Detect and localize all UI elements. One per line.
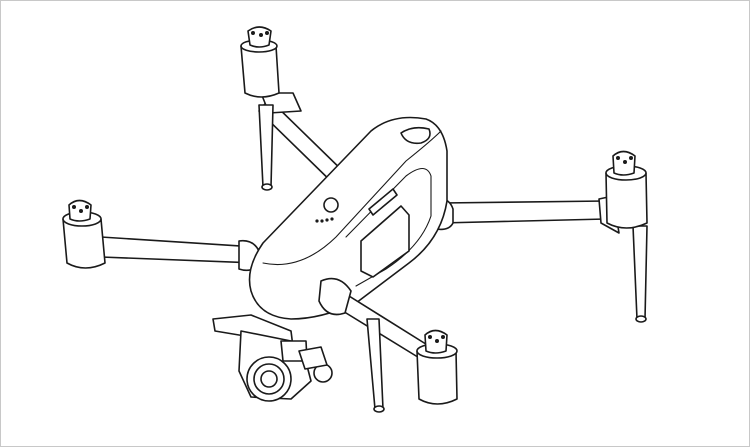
rear-left-motor (240, 26, 280, 98)
right-motor (605, 150, 648, 229)
front-left-arm (100, 236, 260, 272)
front-left-motor (62, 199, 106, 269)
gimbal-camera (212, 314, 333, 402)
drone-body (248, 116, 448, 320)
front-right-arm (318, 277, 430, 413)
rear-left-arm (258, 92, 352, 192)
front-right-motor (416, 329, 458, 405)
